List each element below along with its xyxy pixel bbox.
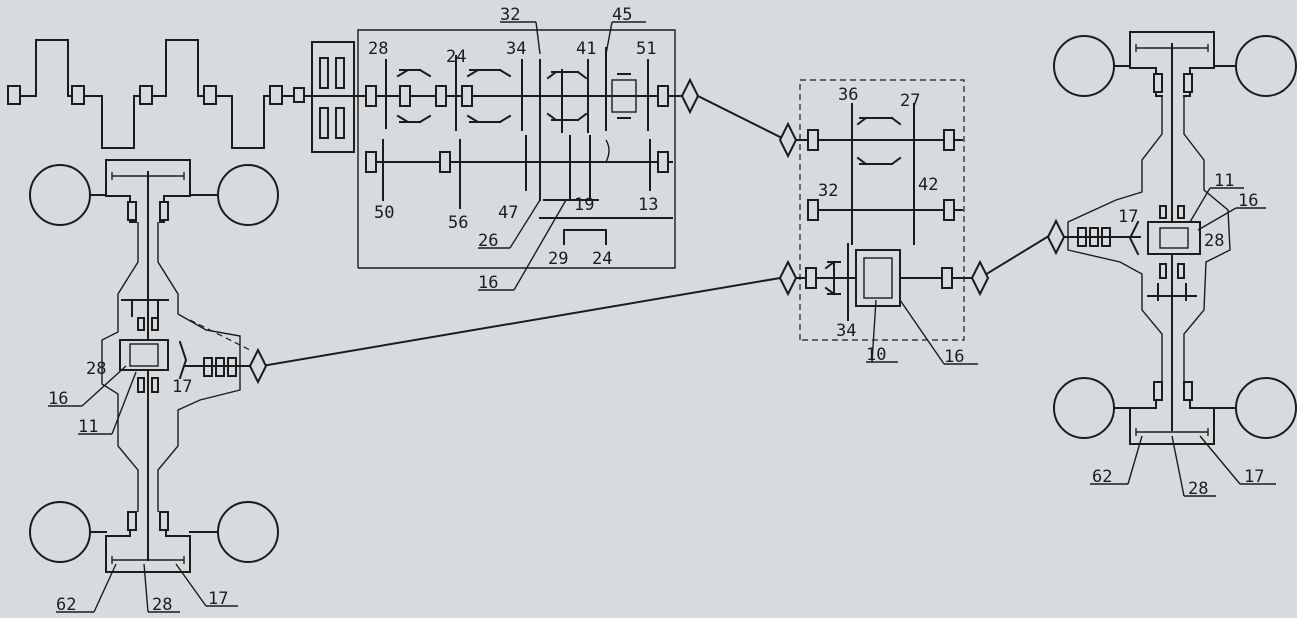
transfer-case <box>778 79 990 341</box>
label-16-left: 16 <box>48 389 68 409</box>
label-26: 26 <box>478 231 498 251</box>
label-11-left: 11 <box>78 417 98 437</box>
label-41: 41 <box>576 39 596 59</box>
label-42: 42 <box>918 175 938 195</box>
label-16: 16 <box>478 273 498 293</box>
label-24: 24 <box>446 47 466 67</box>
label-47: 47 <box>498 203 518 223</box>
label-16-tc: 16 <box>944 347 964 367</box>
label-27: 27 <box>900 91 920 111</box>
right-axle-assembly <box>1046 31 1297 445</box>
label-28-left: 28 <box>86 359 106 379</box>
label-17b-right: 17 <box>1244 467 1264 487</box>
engine-crankshaft <box>7 39 305 149</box>
gearbox <box>357 29 700 269</box>
label-32-tc: 32 <box>818 181 838 201</box>
clutch <box>303 41 361 153</box>
gearbox-labels: 32 45 28 24 34 41 51 50 56 47 26 19 13 1… <box>368 5 658 293</box>
right-axle-labels: 11 16 17 28 62 28 17 <box>1090 171 1276 499</box>
label-16-right: 16 <box>1238 191 1258 211</box>
label-62-right: 62 <box>1092 467 1112 487</box>
label-29: 29 <box>548 249 568 269</box>
label-51: 51 <box>636 39 656 59</box>
label-50: 50 <box>374 203 394 223</box>
label-19: 19 <box>574 195 594 215</box>
left-axle-assembly <box>29 159 279 573</box>
label-17-left: 17 <box>172 377 192 397</box>
label-45: 45 <box>612 5 632 25</box>
label-56: 56 <box>448 213 468 233</box>
label-34: 34 <box>506 39 526 59</box>
label-24b: 24 <box>592 249 612 269</box>
label-17-right: 17 <box>1118 207 1138 227</box>
label-11-right: 11 <box>1214 171 1234 191</box>
label-62-left: 62 <box>56 595 76 615</box>
transfer-case-labels: 36 27 32 42 34 10 16 <box>818 85 978 367</box>
label-36: 36 <box>838 85 858 105</box>
label-32: 32 <box>500 5 520 25</box>
label-10: 10 <box>866 345 886 365</box>
label-17b-left: 17 <box>208 589 228 609</box>
propeller-shafts <box>260 94 1054 368</box>
label-28-right: 28 <box>1204 231 1224 251</box>
label-34-tc: 34 <box>836 321 856 341</box>
label-28: 28 <box>368 39 388 59</box>
label-13: 13 <box>638 195 658 215</box>
label-28b-left: 28 <box>152 595 172 615</box>
left-axle-labels: 28 16 17 11 62 28 17 <box>48 359 238 615</box>
label-28b-right: 28 <box>1188 479 1208 499</box>
